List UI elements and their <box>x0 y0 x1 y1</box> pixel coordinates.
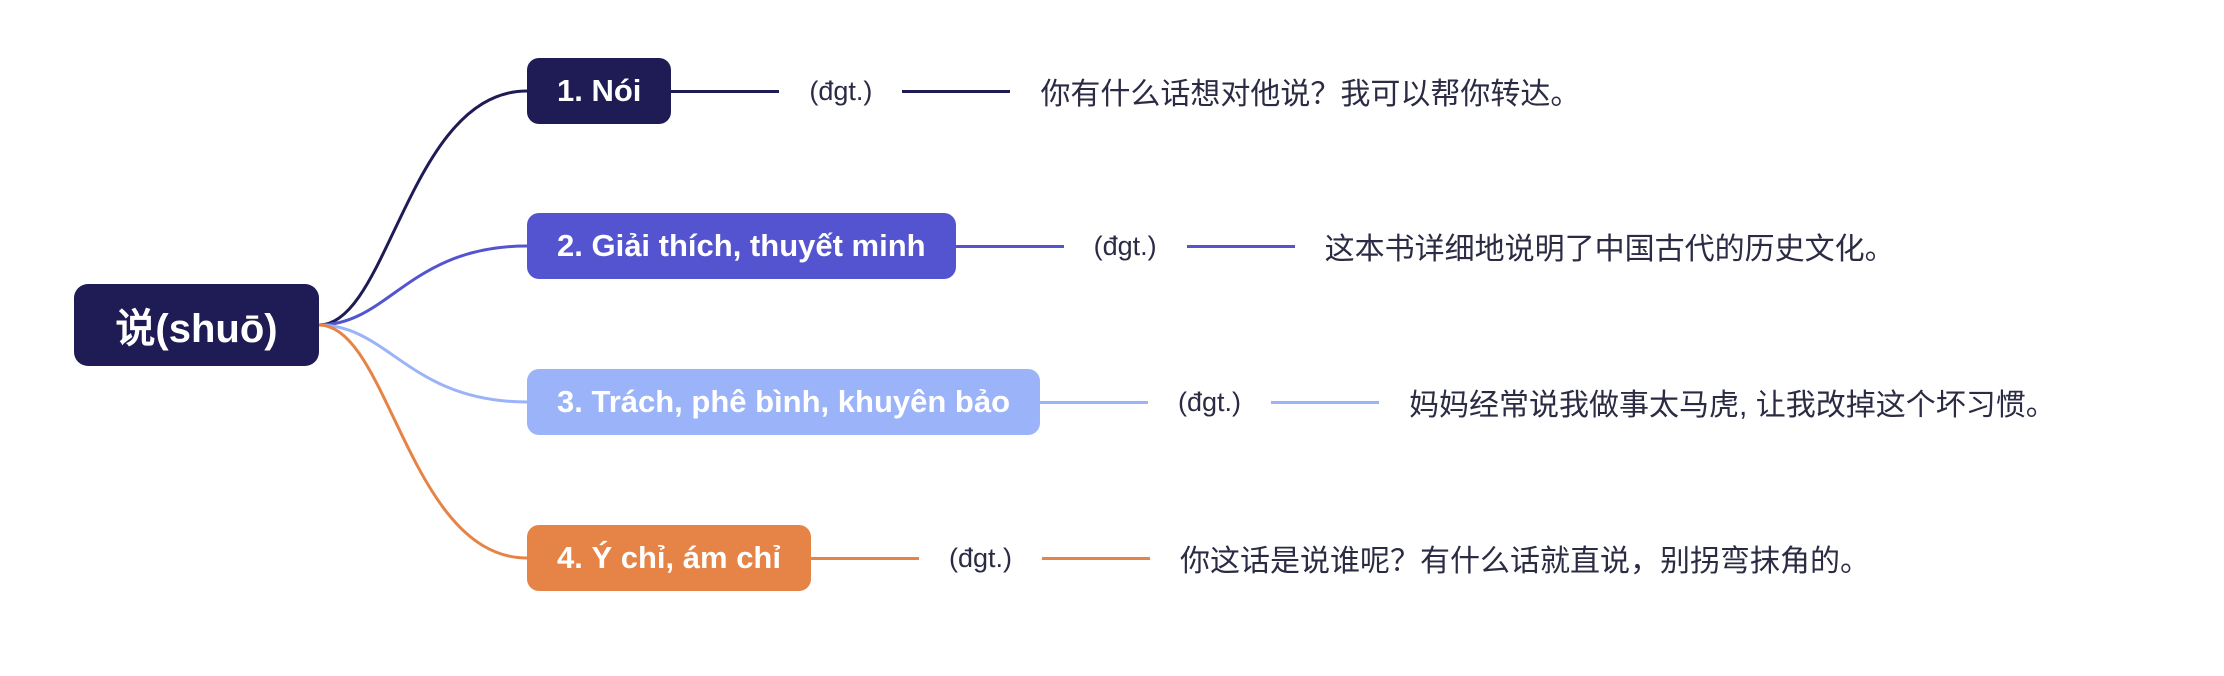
branch-curve <box>318 89 528 327</box>
branch-node[interactable]: 2. Giải thích, thuyết minh <box>527 213 956 279</box>
branch-curve <box>318 323 528 560</box>
part-of-speech-label: (đgt.) <box>1178 386 1242 417</box>
connector-line <box>955 244 1064 248</box>
connector-line <box>810 556 919 560</box>
connector-line <box>902 89 1011 93</box>
example-sentence: 这本书详细地说明了中国古代的历史文化。 <box>1324 233 1895 266</box>
branch-row: 3. Trách, phê bình, khuyên bảo (đgt.) 妈妈… <box>527 369 2056 435</box>
connector-line <box>1271 400 1380 404</box>
branch-curve <box>318 244 528 327</box>
connector-line <box>1042 556 1151 560</box>
branch-row: 4. Ý chỉ, ám chỉ (đgt.) 你这话是说谁呢？有什么话就直说，… <box>527 525 1870 591</box>
connector-line <box>1040 400 1149 404</box>
connector-line <box>1186 244 1295 248</box>
branch-curve <box>318 323 528 404</box>
part-of-speech-label: (đgt.) <box>1093 230 1157 261</box>
connector-line <box>671 89 780 93</box>
example-sentence: 你有什么话想对他说？我可以帮你转达。 <box>1040 78 1581 111</box>
branch-row: 1. Nói (đgt.) 你有什么话想对他说？我可以帮你转达。 <box>527 58 1580 124</box>
part-of-speech-label: (đgt.) <box>948 542 1013 573</box>
part-of-speech-label: (đgt.) <box>809 75 873 106</box>
example-sentence: 你这话是说谁呢？有什么话就直说，别拐弯抹角的。 <box>1180 545 1871 578</box>
root-node[interactable]: 说(shuō) <box>74 284 319 366</box>
branch-node[interactable]: 1. Nói <box>527 58 672 124</box>
branch-node[interactable]: 3. Trách, phê bình, khuyên bảo <box>527 369 1041 435</box>
branch-row: 2. Giải thích, thuyết minh (đgt.) 这本书详细地… <box>527 213 1895 279</box>
example-sentence: 妈妈经常说我做事太马虎, 让我改掉这个坏习惯。 <box>1409 389 2056 422</box>
branch-node[interactable]: 4. Ý chỉ, ám chỉ <box>527 525 811 591</box>
